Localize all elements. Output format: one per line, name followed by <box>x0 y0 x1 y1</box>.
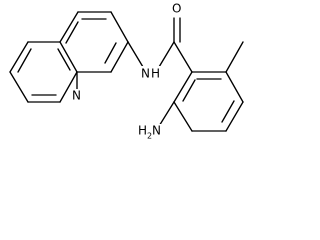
atom-labels: O N H N H 2 N <box>70 2 183 141</box>
amide-linkage <box>127 17 193 73</box>
quinoline-nitrogen-label: N <box>72 89 81 103</box>
amide-hydrogen-label: H <box>151 67 160 81</box>
bond-r2 <box>225 71 244 103</box>
bond-b4 <box>110 41 129 73</box>
amino-nitrogen-label: N <box>152 124 161 138</box>
bond-b3-inner <box>104 42 117 64</box>
bond-carbonyl-ring <box>173 41 193 73</box>
quinoline-ring <box>9 11 129 103</box>
bond-r6 <box>173 71 193 103</box>
bond-r6-inner <box>182 79 196 102</box>
chemical-structure-canvas: O N H N H 2 N <box>9 1 244 141</box>
molecule-diagram: O N H N H 2 N <box>9 2 244 141</box>
bond-r3 <box>225 101 244 132</box>
bond-b1 <box>59 11 79 43</box>
bond-q3 <box>59 41 78 73</box>
bond-methyl <box>225 41 244 73</box>
benzamide-ring <box>155 41 244 132</box>
bond-q4 <box>59 71 78 103</box>
amino-subscript-label: 2 <box>147 132 152 141</box>
bond-q1 <box>9 41 29 73</box>
amino-group-bg <box>137 124 163 138</box>
bond-q1-inner <box>17 48 32 73</box>
quinoline-nitrogen-bg <box>70 89 84 103</box>
carbonyl-oxygen-label: O <box>172 2 181 16</box>
amino-hydrogen-label: H <box>138 124 147 138</box>
amide-nh-bg <box>141 66 163 80</box>
bond-q3-inner <box>57 48 71 71</box>
bond-b3 <box>110 11 129 43</box>
bond-q6 <box>9 71 29 103</box>
carbonyl-oxygen-bg <box>171 2 183 16</box>
bond-r2-inner <box>221 100 235 123</box>
amide-nitrogen-label: N <box>141 67 150 81</box>
bond-b1-inner <box>65 21 79 44</box>
bond-r5 <box>173 101 193 132</box>
